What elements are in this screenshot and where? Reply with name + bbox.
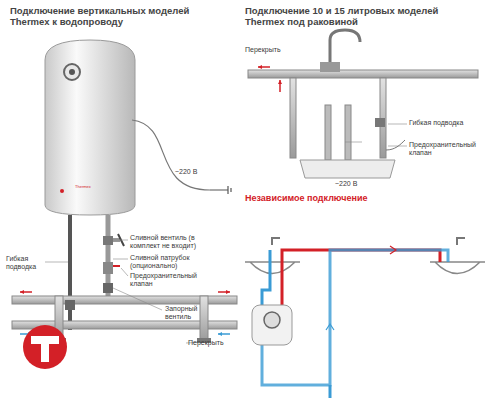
part-label: Предохранительный клапан (409, 141, 484, 157)
part-label: Сливной патрубок (опционально) (130, 254, 215, 270)
part-label: Перекрыть (245, 46, 300, 54)
independent-install (245, 238, 485, 398)
water-heater-tank (45, 40, 135, 215)
section-title: Подключение вертикальных моделей Thermex… (10, 6, 225, 28)
part-label: Предохранительный клапан (130, 272, 210, 288)
power-cord (132, 120, 210, 190)
under-sink-install (248, 30, 478, 178)
part-label: ~220 В (175, 168, 215, 176)
part-label: Гибкая подводка (6, 255, 44, 271)
part-label: Запорный вентиль (165, 305, 225, 321)
section-title: Подключение 10 и 15 литровых моделей The… (245, 6, 480, 28)
part-label: Thermex (75, 185, 105, 190)
ground-symbol (210, 186, 231, 194)
part-label: ~220 В (335, 180, 375, 188)
brand-logo (23, 325, 67, 369)
part-label: Сливной вентиль (в комплект не входит) (130, 234, 215, 250)
section-heading: Независимое подключение (245, 193, 375, 203)
pipes (12, 215, 237, 341)
part-label: Гибкая подводка (409, 119, 484, 127)
part-label: Перекрыть (188, 339, 243, 347)
